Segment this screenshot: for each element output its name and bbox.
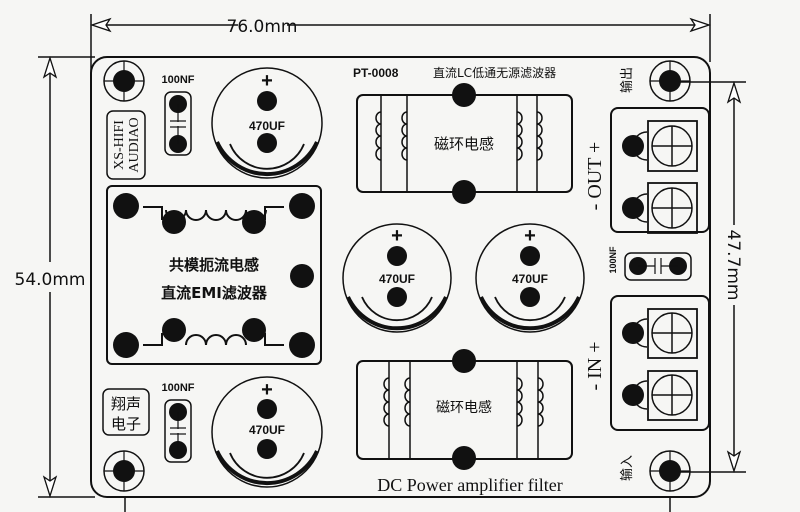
toroid-inductor-bottom: 磁环电感: [356, 349, 573, 470]
emi-label-line1: 共模扼流电感: [169, 256, 259, 274]
input-label-cn: 输入: [619, 455, 635, 481]
cap-top-value: 100NF: [161, 74, 194, 86]
brand-en-line1: XS-HIFI: [112, 120, 127, 170]
mounting-hole-bottom-left: [103, 450, 145, 492]
electrolytic-cap-top: + 470UF: [211, 67, 323, 179]
emi-filter-block: 共模扼流电感 直流EMI滤波器: [106, 185, 322, 365]
mounting-hole-bottom-right: [649, 450, 691, 492]
cap-bottom-plus: +: [261, 379, 273, 401]
hole-spacing-label: 47.7mm: [723, 230, 743, 301]
height-dimension-label: 54.0mm: [15, 270, 86, 290]
dimension-hole-spacing: 47.7mm: [680, 80, 746, 474]
cap-mid-left-value: 470UF: [379, 272, 415, 286]
ceramic-cap-bottom: 100NF: [161, 382, 195, 463]
brand-cn-line2: 电子: [111, 415, 141, 433]
electrolytic-cap-bottom: + 470UF: [211, 376, 323, 488]
dimension-height: 54.0mm: [15, 55, 95, 499]
ceramic-cap-right: 100NF: [608, 246, 692, 281]
board-title: 直流LC低通无源滤波器: [433, 66, 556, 80]
toroid-top-label: 磁环电感: [434, 135, 494, 153]
board-footer: DC Power amplifier filter: [377, 475, 562, 495]
toroid-inductor-top: 磁环电感: [356, 83, 573, 204]
toroid-bottom-label: 磁环电感: [436, 399, 492, 416]
cap-mid-right-plus: +: [524, 225, 536, 247]
electrolytic-cap-mid-left: + 470UF: [342, 223, 452, 333]
output-label-cn: 输出: [619, 67, 635, 93]
cap-right-value: 100NF: [608, 246, 618, 274]
cap-bottom-value: 100NF: [161, 382, 194, 394]
mounting-hole-top-right: [649, 60, 691, 102]
brand-cn-line1: 翔声: [111, 395, 141, 413]
input-polarity-label: - IN +: [584, 341, 606, 390]
emi-label-line2: 直流EMI滤波器: [161, 284, 268, 302]
input-terminal-block: - IN + 输入: [584, 295, 710, 481]
brand-en-line2: AUDIAO: [127, 117, 142, 172]
brand-label-en: XS-HIFI AUDIAO: [106, 110, 146, 180]
output-polarity-label: - OUT +: [584, 142, 606, 211]
ceramic-cap-top: 100NF: [161, 74, 195, 156]
brand-label-cn: 翔声 电子: [102, 388, 150, 436]
cap-mid-right-value: 470UF: [512, 272, 548, 286]
output-terminal-block: - OUT + 输出: [584, 67, 710, 234]
cap-bottom-value-470: 470UF: [249, 423, 285, 437]
cap-top-plus: +: [261, 70, 273, 92]
model-number: PT-0008: [353, 66, 399, 80]
width-dimension-label: 76.0mm: [227, 17, 298, 37]
electrolytic-cap-mid-right: + 470UF: [475, 223, 585, 333]
cap-mid-left-plus: +: [391, 225, 403, 247]
board-outline: [90, 56, 711, 498]
dimension-width: 76.0mm: [89, 14, 712, 75]
cap-top-value-470: 470UF: [249, 119, 285, 133]
mounting-hole-top-left: [103, 60, 145, 102]
